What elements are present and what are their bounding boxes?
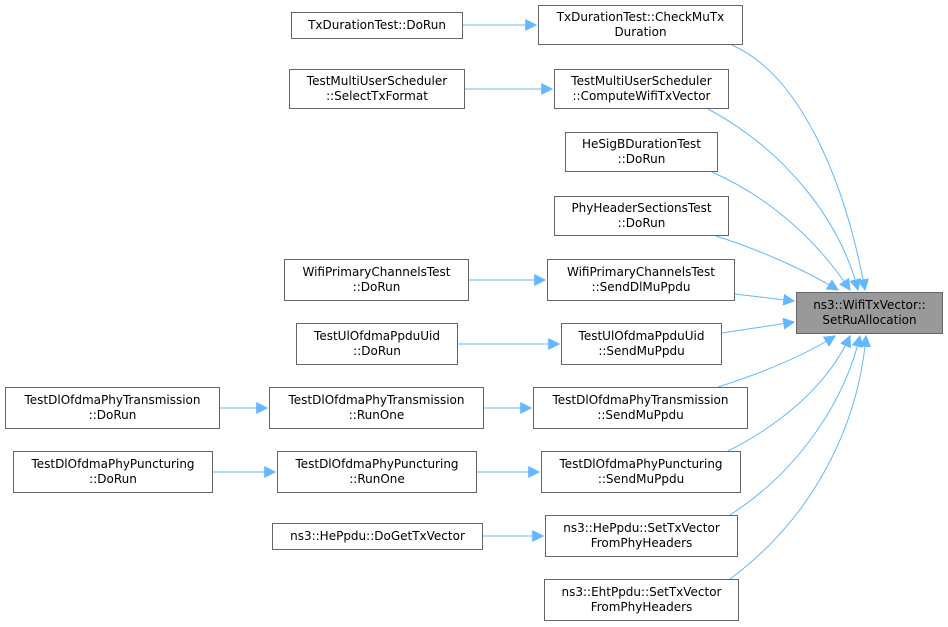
node-label-line1: TestMultiUserScheduler [571,74,712,88]
node-testdlofdmaphytransmission-runone[interactable]: TestDlOfdmaPhyTransmission ::RunOne [269,387,484,429]
node-heppdu-settxvectorfromphyheaders[interactable]: ns3::HePpdu::SetTxVector FromPhyHeaders [545,515,738,557]
node-txduration-dorun[interactable]: TxDurationTest::DoRun [291,12,463,39]
node-label-line1: TestUlOfdmaPpduUid [314,329,440,343]
node-testdlofdmaphypuncturing-dorun[interactable]: TestDlOfdmaPhyPuncturing ::DoRun [13,451,213,493]
node-wifiprimarychannelstest-senddlmuppdu[interactable]: WifiPrimaryChannelsTest ::SendDlMuPpdu [547,259,735,301]
node-hesigbdurationtest-dorun[interactable]: HeSigBDurationTest ::DoRun [565,132,718,172]
node-label-line1: HeSigBDurationTest [582,137,701,151]
node-label-line2: ::RunOne [348,408,405,422]
node-label-line1: ns3::EhtPpdu::SetTxVector [561,585,722,599]
node-testmultiuserscheduler-computewifitxvector[interactable]: TestMultiUserScheduler ::ComputeWifiTxVe… [554,69,729,109]
node-label-line2: ::DoRun [89,472,137,486]
node-label-line2: ::SendMuPpdu [597,408,684,422]
node-label-line1: TestMultiUserScheduler [306,74,448,88]
node-label-line2: SetRuAllocation [822,313,917,327]
call-edges [213,19,872,580]
node-label-line1: TestDlOfdmaPhyTransmission [552,393,729,407]
node-ehtppdu-settxvectorfromphyheaders[interactable]: ns3::EhtPpdu::SetTxVector FromPhyHeaders [544,579,739,621]
node-testmultiuserscheduler-selecttxformat[interactable]: TestMultiUserScheduler ::SelectTxFormat [289,69,465,109]
node-wifiprimarychannelstest-dorun[interactable]: WifiPrimaryChannelsTest ::DoRun [284,259,469,301]
edge-tul-send-to-target [721,317,796,334]
node-label-line1: TestDlOfdmaPhyPuncturing [295,457,459,471]
edge-heppdu-set-to-target [729,334,864,516]
node-label-line2: ::DoRun [617,216,666,230]
node-wifitxvector-setruallocation: ns3::WifiTxVector:: SetRuAllocation [796,292,943,334]
node-label-line2: ::ComputeWifiTxVector [572,89,711,103]
edge-ehtppdu-set-to-target [729,334,872,580]
node-label-line2: ::SelectTxFormat [326,89,428,103]
edge-tdlp-send-to-target [727,334,852,452]
node-label-line1: TxDurationTest::DoRun [308,18,446,32]
node-label-line1: TxDurationTest::CheckMuTx [556,10,725,24]
edge-check-to-target [731,44,869,292]
node-label-line2: FromPhyHeaders [590,600,693,614]
edge-hesigb-to-target [711,171,851,291]
node-label-line1: ns3::HePpdu::DoGetTxVector [290,529,465,543]
node-label-line1: TestDlOfdmaPhyPuncturing [559,457,723,471]
edge-tdlt-send-to-target [717,335,837,388]
node-txduration-checkmutxduration[interactable]: TxDurationTest::CheckMuTx Duration [538,5,743,45]
node-label-line2: FromPhyHeaders [590,536,693,550]
node-testdlofdmaphypuncturing-runone[interactable]: TestDlOfdmaPhyPuncturing ::RunOne [277,451,477,493]
edge-wpc-send-to-target [734,293,796,306]
node-label-line2: ::RunOne [349,472,405,486]
node-label-line2: ::DoRun [353,344,401,358]
node-label-line2: ::DoRun [352,280,401,294]
node-label-line2: Duration [614,25,667,39]
node-label-line1: TestUlOfdmaPpduUid [578,329,705,343]
node-label-line1: ns3::WifiTxVector:: [813,298,926,312]
edge-compute-to-target [707,108,862,292]
node-label-line1: TestDlOfdmaPhyTransmission [288,393,465,407]
node-label-line2: ::DoRun [88,408,137,422]
node-label-line2: ::SendMuPpdu [598,344,685,358]
node-label-line2: ::DoRun [617,152,666,166]
node-label-line1: ns3::HePpdu::SetTxVector [563,521,720,535]
node-label-line1: WifiPrimaryChannelsTest [302,265,451,279]
node-label-line1: WifiPrimaryChannelsTest [566,265,715,279]
node-label-line2: ::SendMuPpdu [597,472,685,486]
node-phyheadersectionstest-dorun[interactable]: PhyHeaderSectionsTest ::DoRun [554,196,729,236]
node-label-line2: ::SendDlMuPpdu [591,280,691,294]
node-testdlofdmaphypuncturing-sendmuppdu[interactable]: TestDlOfdmaPhyPuncturing ::SendMuPpdu [541,451,741,493]
node-testulofdmappduuid-dorun[interactable]: TestUlOfdmaPpduUid ::DoRun [296,323,458,365]
node-testdlofdmaphytransmission-sendmuppdu[interactable]: TestDlOfdmaPhyTransmission ::SendMuPpdu [533,387,748,429]
node-heppdu-dogettxvector[interactable]: ns3::HePpdu::DoGetTxVector [272,523,483,550]
node-label-line1: PhyHeaderSectionsTest [571,201,712,215]
node-label-line1: TestDlOfdmaPhyTransmission [24,393,201,407]
edge-phyhdr-to-target [715,235,840,291]
node-label-line1: TestDlOfdmaPhyPuncturing [31,457,195,471]
node-testdlofdmaphytransmission-dorun[interactable]: TestDlOfdmaPhyTransmission ::DoRun [5,387,220,429]
node-testulofdmappduuid-sendmuppdu[interactable]: TestUlOfdmaPpduUid ::SendMuPpdu [561,323,722,365]
